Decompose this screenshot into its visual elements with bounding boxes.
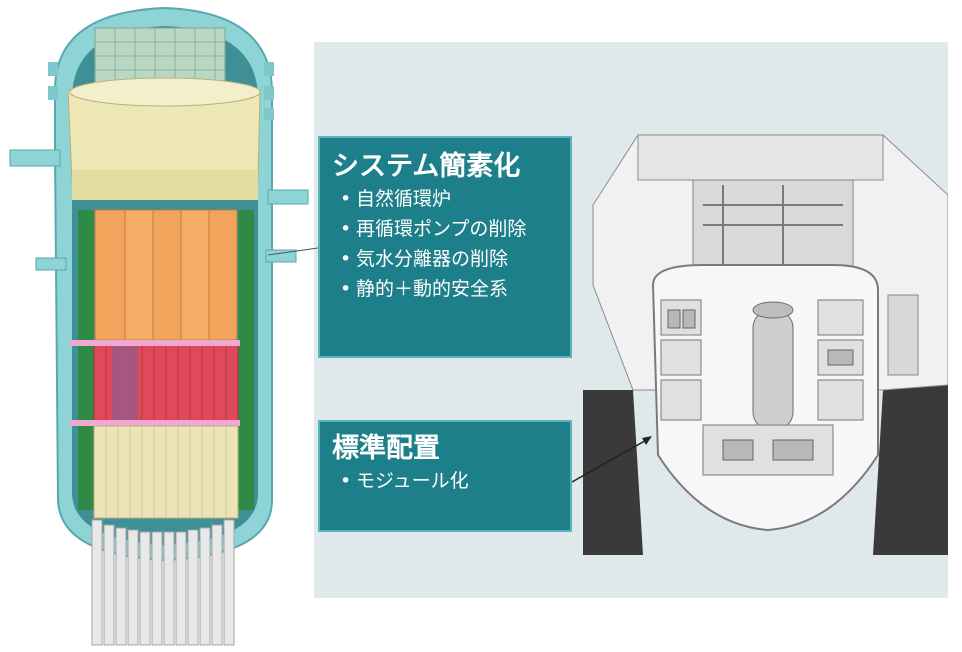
list-item: 自然循環炉 — [332, 184, 570, 214]
leader-line-building — [571, 437, 651, 483]
reactor-vessel-illustration — [9, 6, 309, 646]
list-item: 再循環ポンプの削除 — [332, 214, 570, 244]
reactor-building-illustration — [583, 134, 948, 555]
callout-standard-layout: 標準配置 モジュール化 — [318, 420, 572, 532]
leader-line-reactor — [267, 247, 319, 256]
callout-title: システム簡素化 — [332, 151, 521, 182]
callout-system-simplification: システム簡素化 自然循環炉 再循環ポンプの削除 気水分離器の削除 静的＋動的安全… — [318, 136, 572, 358]
list-item: モジュール化 — [332, 466, 570, 496]
list-item: 静的＋動的安全系 — [332, 274, 570, 304]
callout-list: 自然循環炉 再循環ポンプの削除 気水分離器の削除 静的＋動的安全系 — [332, 184, 570, 304]
callout-list: モジュール化 — [332, 466, 570, 496]
callout-title: 標準配置 — [332, 433, 440, 464]
list-item: 気水分離器の削除 — [332, 244, 570, 274]
arrow-head-icon — [642, 436, 652, 445]
